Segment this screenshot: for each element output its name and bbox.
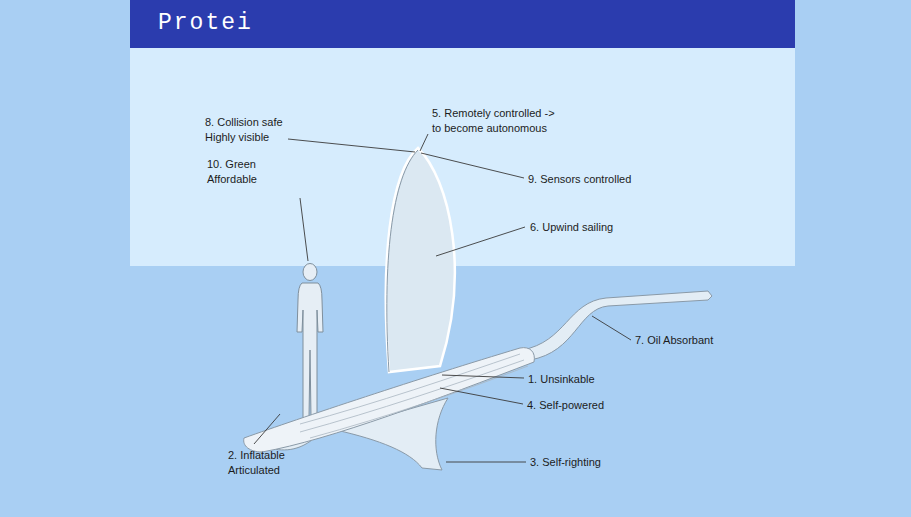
leader-line [442,375,524,378]
person-body [297,283,323,418]
callout-label: 4. Self-powered [527,398,604,413]
upper-panel [130,48,795,266]
leader-line [436,227,525,256]
callout-label: 7. Oil Absorbant [635,333,713,348]
leader-line [288,139,415,152]
leader-line [592,316,631,340]
leader-lines [254,134,631,462]
mast [387,150,418,372]
callout-label: 2. Inflatable Articulated [228,448,292,479]
person-figure [297,264,323,419]
oil-absorbant-tail [522,291,712,360]
callout-label: 9. Sensors controlled [528,172,631,187]
leader-line [420,134,428,151]
leader-line [300,198,308,261]
leader-line [446,462,526,463]
hull-rib [300,360,524,432]
callout-label: 6. Upwind sailing [530,220,613,235]
callout-label: 8. Collision safe Highly visible [205,115,289,146]
sail [386,148,455,372]
callout-label: 5. Remotely controlled -> to become auto… [432,106,560,137]
leader-line [254,414,280,444]
hull-rib [310,366,528,438]
leader-line [440,388,523,404]
callout-label: 1. Unsinkable [528,372,595,387]
callout-label: 3. Self-righting [530,455,601,470]
leader-line [421,153,524,178]
page-title: Protei [158,10,253,36]
title-bar [130,0,795,48]
person-head [303,264,317,281]
callout-label: 10. Green Affordable [207,157,265,188]
